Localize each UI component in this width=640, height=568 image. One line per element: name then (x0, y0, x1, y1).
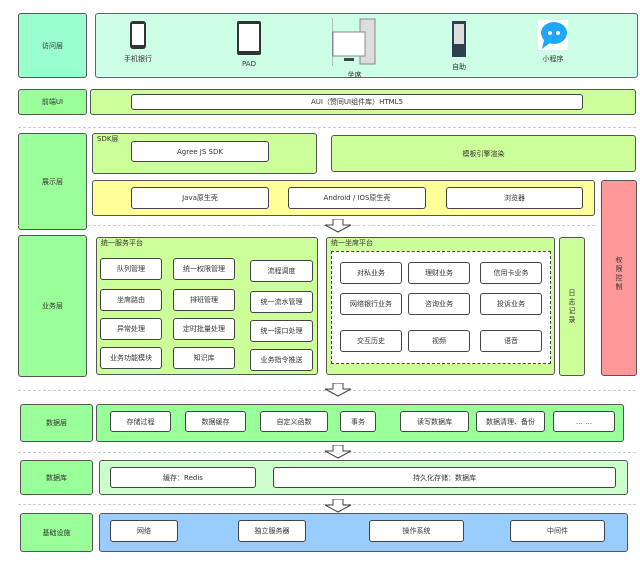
down-arrow-icon (324, 499, 352, 513)
layer-label-frontend: 前端UI (18, 89, 87, 115)
layer-label-data: 数据层 (20, 404, 93, 442)
aui-box: AUI（赞同UI组件库）HTML5 (131, 94, 583, 110)
service-module: 知识库 (173, 347, 235, 369)
service-module: 坐席路由 (100, 289, 162, 311)
divider (18, 127, 636, 128)
service-module: 流程调度 (250, 260, 313, 282)
shell-java: Java原生壳 (131, 187, 269, 209)
service-module: 统一流水管理 (250, 291, 313, 313)
data-layer-item: … … (553, 411, 615, 432)
device-miniprogram: 小程序 (538, 20, 568, 64)
data-layer-item: 事务 (340, 411, 376, 432)
device-pad: PAD (236, 20, 262, 68)
layer-label-infra: 基础设施 (20, 513, 93, 552)
seat-business-module: 对私业务 (340, 262, 402, 284)
seat-business-module: 视频 (408, 330, 470, 352)
divider (18, 225, 595, 226)
service-module: 排班管理 (173, 289, 235, 311)
seat-business-module: 投诉业务 (480, 293, 542, 315)
tablet-icon (237, 21, 261, 55)
down-arrow-icon (324, 383, 352, 397)
service-module: 业务功能模块 (100, 347, 162, 369)
shell-browser: 浏览器 (446, 187, 583, 209)
data-layer-item: 存储过程 (110, 411, 171, 432)
sdk-caption: SDK层 (97, 135, 119, 143)
data-layer-item: 数据清理、备份 (476, 411, 545, 432)
layer-label-business: 业务层 (18, 235, 87, 377)
infra-item: 操作系统 (369, 520, 464, 542)
device-desktop: 坐席 (332, 18, 377, 80)
desktop-icon (332, 18, 376, 66)
seat-business-module: 咨询业务 (408, 293, 470, 315)
seat-platform-caption: 统一坐席平台 (331, 239, 373, 247)
sdk-item: Agree JS SDK (131, 141, 269, 162)
kiosk-icon (452, 21, 466, 57)
data-layer-item: 数据缓存 (185, 411, 246, 432)
persistent-storage: 持久化存储：数据库 (273, 467, 616, 488)
log-record: 日志记录 (559, 237, 585, 376)
infra-item: 独立服务器 (238, 520, 306, 542)
layer-label-access: 访问层 (18, 13, 87, 78)
shell-android-ios: Android / IOS原生壳 (288, 187, 426, 209)
layer-label-display: 展示层 (18, 133, 87, 230)
infra-panel (99, 513, 628, 552)
template-engine: 模板引擎渲染 (331, 135, 636, 172)
service-module: 统一接口处理 (250, 320, 313, 342)
device-kiosk: 自助 (450, 20, 468, 72)
data-layer-item: 自定义函数 (260, 411, 328, 432)
seat-business-module: 网络银行业务 (340, 293, 402, 315)
chat-bubble-icon (538, 20, 568, 50)
service-module: 定时批量处理 (173, 318, 235, 340)
data-layer-item: 读写数据库 (400, 411, 469, 432)
down-arrow-icon (324, 219, 352, 233)
service-module: 业务指令推送 (250, 349, 313, 371)
service-module: 异常处理 (100, 318, 162, 340)
seat-business-module: 理财业务 (408, 262, 470, 284)
seat-business-module: 语音 (480, 330, 542, 352)
cache-redis: 缓存：Redis (110, 467, 256, 488)
infra-item: 中间件 (510, 520, 605, 542)
infra-item: 网络 (110, 520, 178, 542)
seat-business-module: 交互历史 (340, 330, 402, 352)
down-arrow-icon (324, 445, 352, 459)
permission-control: 权限控制 (601, 180, 637, 376)
service-module: 队列管理 (100, 258, 162, 280)
service-module: 统一权限管理 (173, 258, 235, 280)
service-platform-caption: 统一服务平台 (101, 239, 143, 247)
device-phone: 手机银行 (124, 20, 152, 64)
phone-icon (130, 21, 146, 49)
seat-business-module: 信用卡业务 (480, 262, 542, 284)
layer-label-database: 数据库 (20, 460, 93, 495)
